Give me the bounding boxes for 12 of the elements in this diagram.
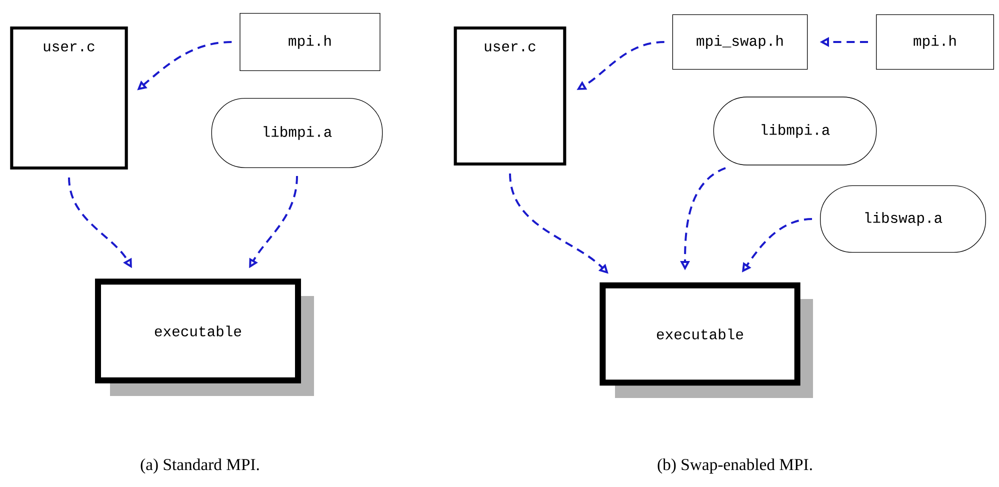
file-box: mpi.h [876, 14, 994, 70]
caption: (a) Standard MPI. [140, 458, 259, 474]
file-box: user.c [10, 26, 128, 170]
file-box: mpi.h [240, 13, 380, 71]
file-box: mpi_swap.h [672, 14, 808, 70]
library-pill: libmpi.a [713, 96, 877, 166]
library-pill: libswap.a [820, 185, 986, 253]
file-box: user.c [454, 26, 566, 166]
executable-box: executable [600, 282, 813, 398]
library-pill: libmpi.a [211, 98, 383, 168]
executable-box: executable [95, 278, 314, 396]
caption: (b) Swap-enabled MPI. [658, 458, 812, 474]
